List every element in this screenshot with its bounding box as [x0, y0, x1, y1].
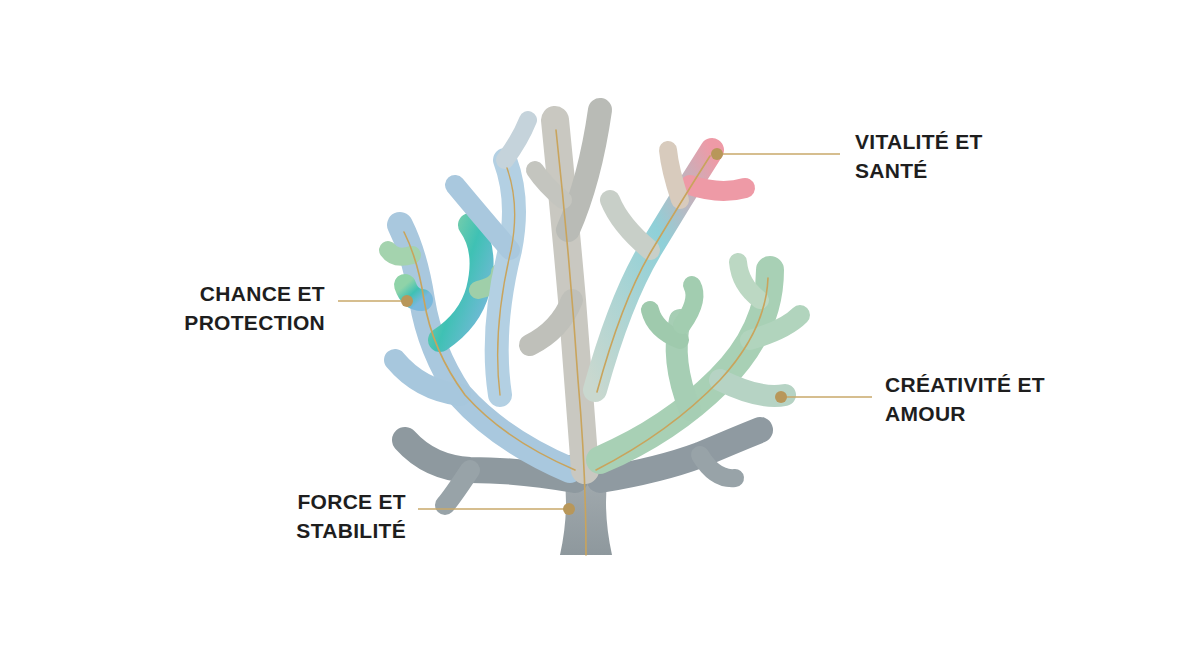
- callout-label: CRÉATIVITÉ ET AMOUR: [885, 370, 1075, 428]
- coral-branch: [455, 185, 510, 250]
- leader-dot: [775, 391, 787, 403]
- gold-vein: [556, 130, 586, 555]
- leader-dot: [401, 295, 413, 307]
- gold-vein: [597, 156, 710, 392]
- gold-vein: [404, 232, 575, 470]
- coral-branch: [600, 270, 770, 460]
- coral-branch: [690, 185, 745, 191]
- coral-branch: [530, 300, 572, 345]
- leader-line: [338, 300, 407, 302]
- coral-branch: [497, 160, 514, 395]
- gold-vein: [498, 168, 515, 395]
- callout-label: CHANCE ET PROTECTION: [125, 279, 325, 337]
- leader-line: [781, 396, 872, 398]
- coral-branch: [395, 360, 460, 395]
- coral-branch: [668, 150, 680, 200]
- coral-branch: [388, 250, 412, 257]
- coral-branch: [720, 380, 785, 396]
- coral-branch: [750, 315, 800, 340]
- coral-branch: [505, 120, 528, 160]
- coral-branch: [445, 470, 470, 505]
- coral-branch: [700, 455, 735, 478]
- callout-label: VITALITÉ ET SANTÉ: [855, 127, 1025, 185]
- leader-line: [717, 153, 840, 155]
- coral-branch: [738, 262, 760, 300]
- leader-dot: [563, 503, 575, 515]
- coral-branch: [535, 170, 563, 200]
- callout-label: FORCE ET STABILITÉ: [236, 487, 406, 545]
- coral-branch: [610, 200, 650, 250]
- leader-dot: [711, 148, 723, 160]
- gold-vein: [596, 278, 768, 470]
- coral-branch: [568, 110, 600, 230]
- leader-line: [418, 508, 569, 510]
- coral-branch: [682, 285, 694, 325]
